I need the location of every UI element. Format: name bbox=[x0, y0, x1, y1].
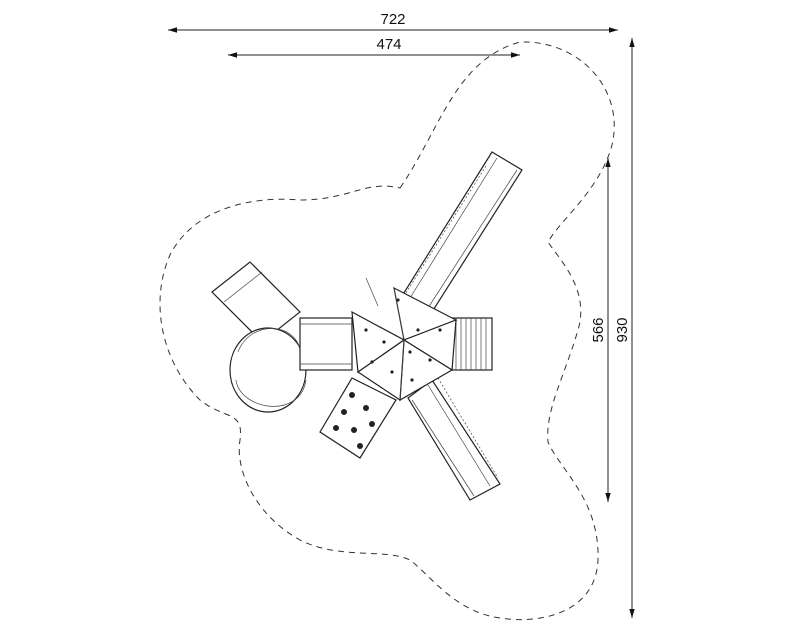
dim-474-label: 474 bbox=[376, 36, 401, 53]
climbing-wall bbox=[319, 377, 397, 459]
dim-566-label: 566 bbox=[590, 317, 607, 342]
upper-right-slide bbox=[401, 151, 523, 313]
dimension-equipment-height: 566 bbox=[590, 158, 611, 502]
dim-930-label: 930 bbox=[614, 317, 631, 342]
lower-right-slide bbox=[407, 377, 501, 501]
right-ramp-stairs bbox=[451, 317, 493, 371]
dimension-overall-height: 930 bbox=[614, 38, 635, 618]
safety-zone-outline bbox=[159, 41, 615, 621]
dim-722-label: 722 bbox=[380, 11, 405, 28]
dimension-equipment-width: 474 bbox=[228, 36, 520, 58]
central-triangular-platforms bbox=[351, 277, 458, 402]
tube-slide bbox=[211, 261, 353, 413]
dimension-overall-width: 722 bbox=[168, 11, 618, 33]
